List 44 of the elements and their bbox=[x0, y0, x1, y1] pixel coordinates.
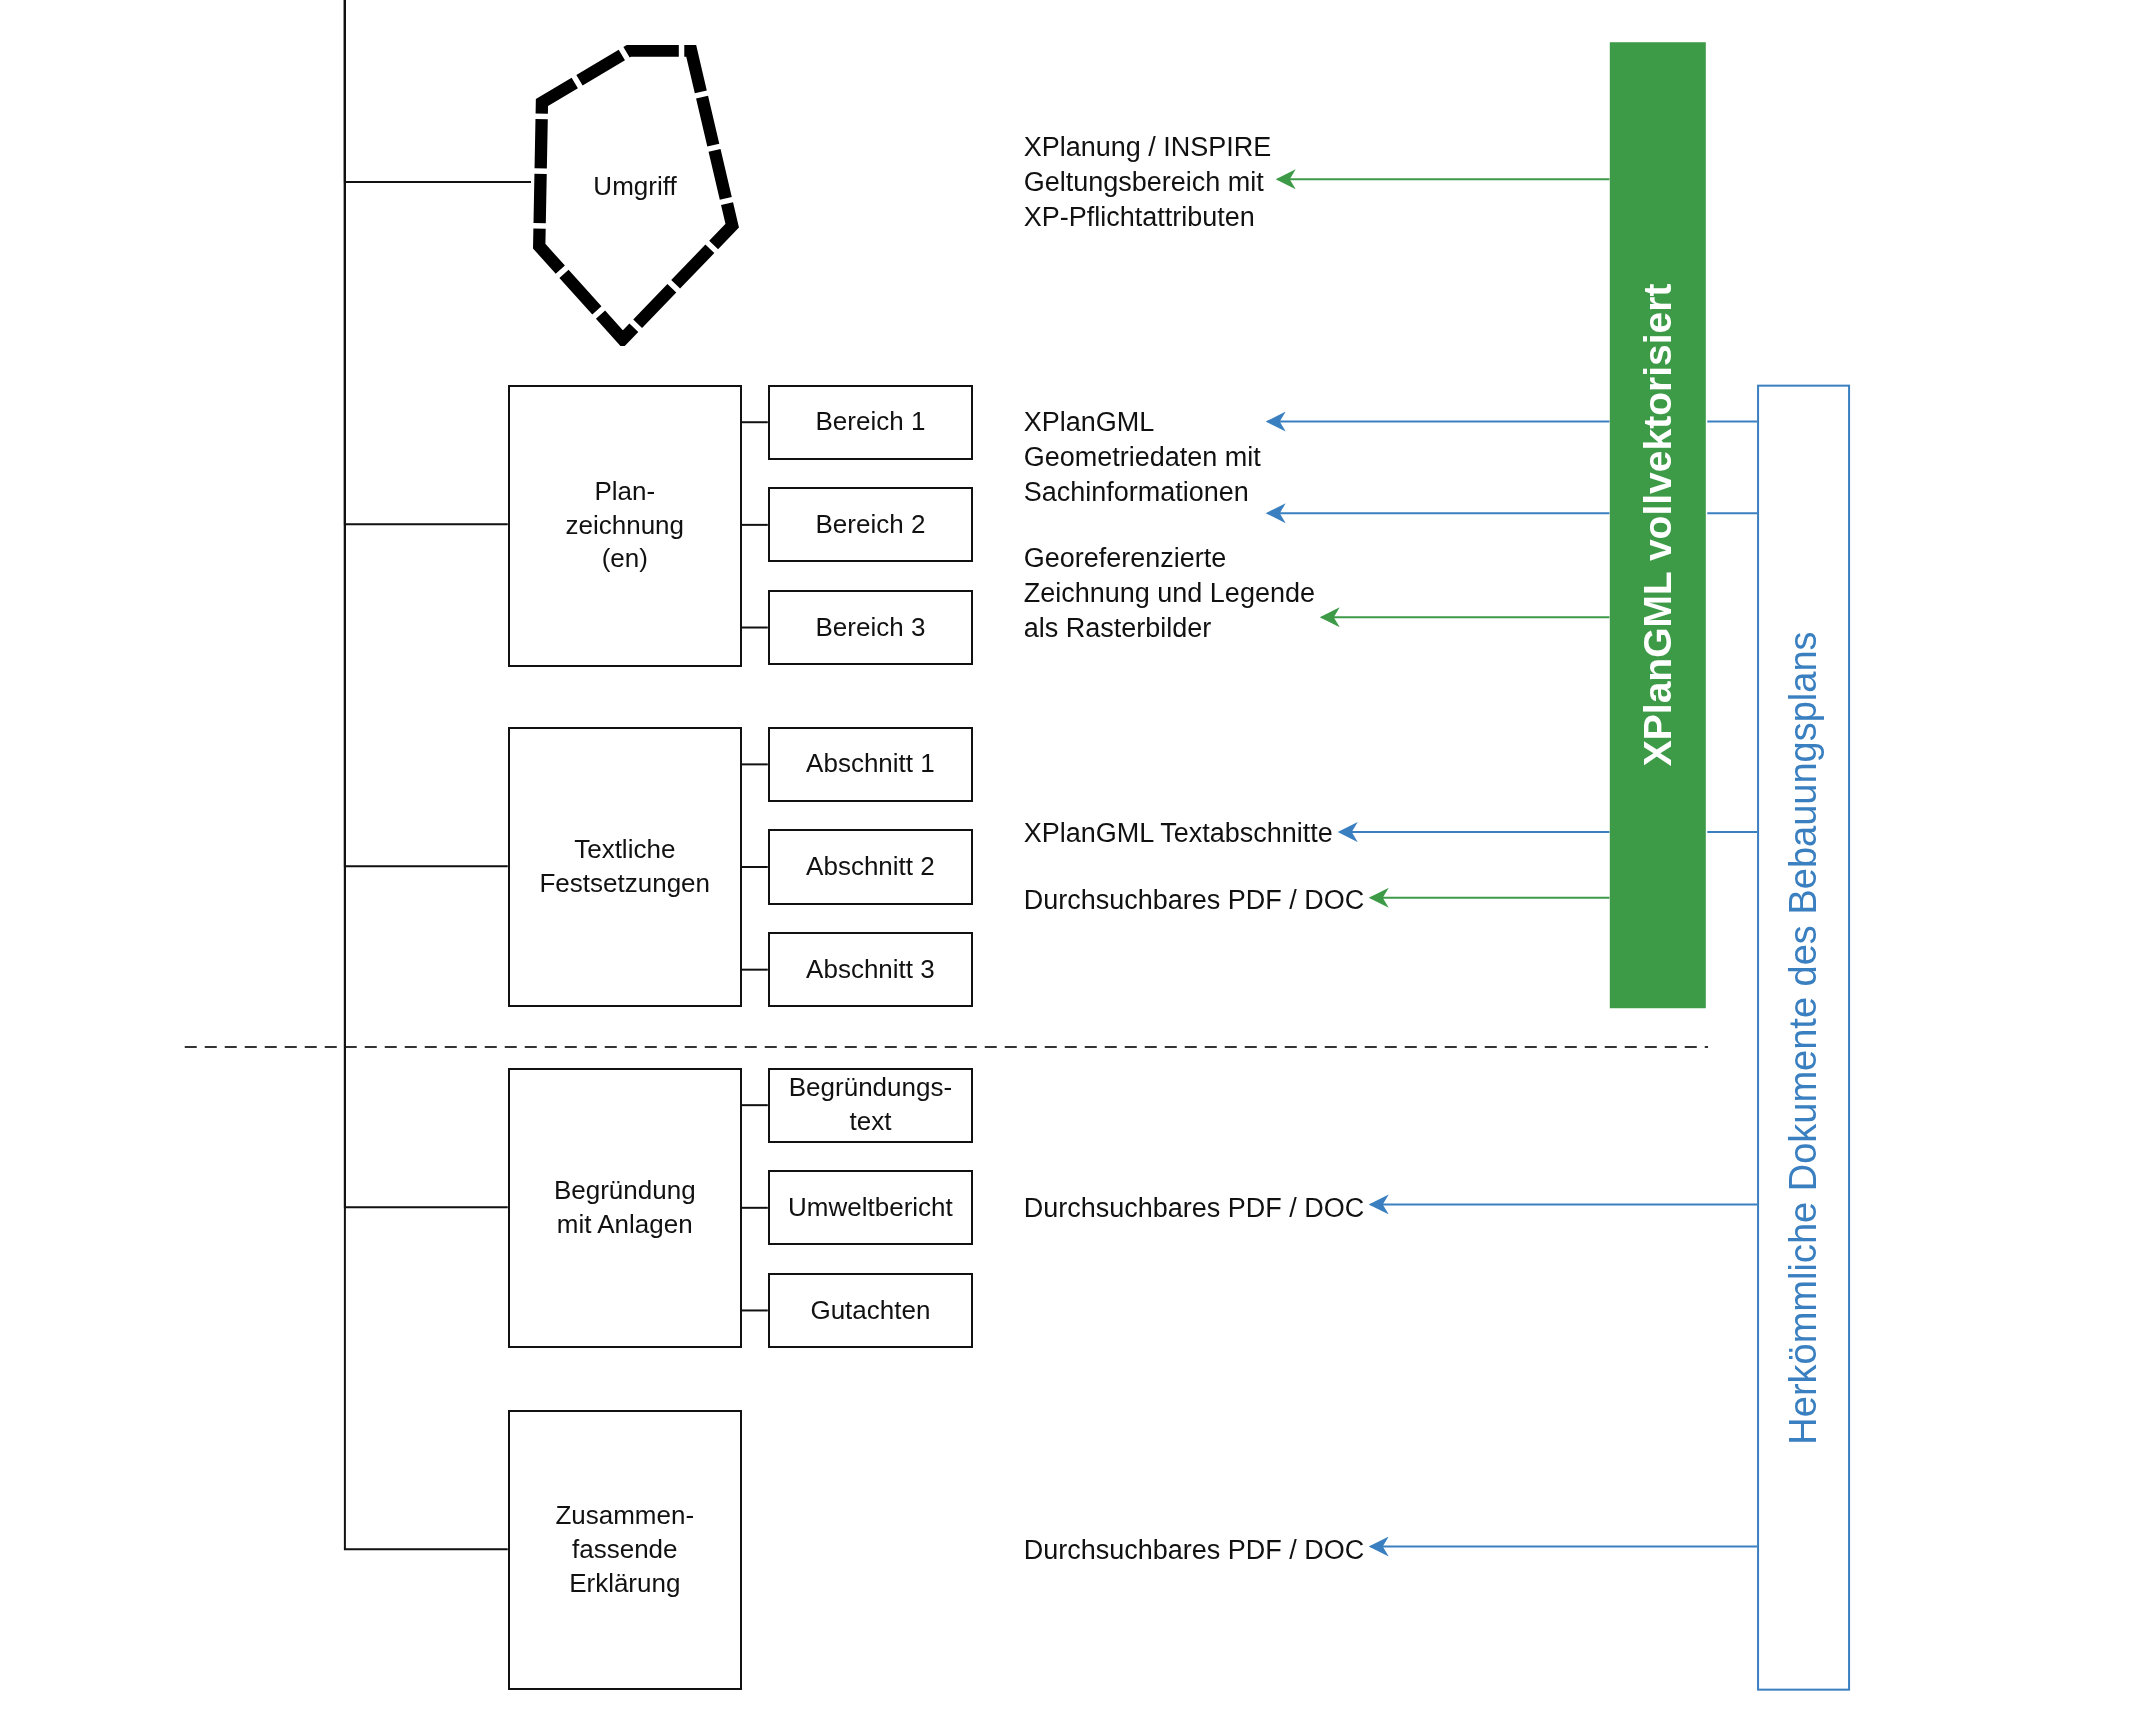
connector-line bbox=[740, 421, 769, 424]
vertical-bar: XPlanGML vollvektorisiert bbox=[1609, 42, 1706, 1009]
process-box: Bereich 2 bbox=[767, 487, 974, 563]
connector-line bbox=[1706, 831, 1759, 834]
process-box: Bereich 3 bbox=[767, 589, 974, 666]
process-box: Zusammen- fassende Erklärung bbox=[507, 1409, 742, 1691]
arrow bbox=[1368, 1536, 1759, 1557]
connector-line bbox=[1706, 420, 1759, 423]
vertical-frame: Herkömmliche Dokumente des Bebauungsplans bbox=[1757, 384, 1851, 1691]
process-box: Abschnitt 3 bbox=[767, 932, 974, 1008]
process-box: Bereich 1 bbox=[767, 384, 974, 460]
connector-line bbox=[740, 1206, 769, 1209]
connector-line bbox=[740, 1104, 769, 1107]
process-box: Plan- zeichnung (en) bbox=[507, 384, 742, 667]
connector-line bbox=[740, 523, 769, 526]
connector-line bbox=[740, 763, 769, 766]
arrow bbox=[1337, 822, 1611, 843]
arrow bbox=[1319, 607, 1611, 628]
connector-line bbox=[1706, 512, 1759, 515]
arrow bbox=[1368, 1194, 1759, 1215]
connector-line bbox=[740, 1309, 769, 1312]
process-box: Abschnitt 2 bbox=[767, 829, 974, 905]
process-box: Abschnitt 1 bbox=[767, 726, 974, 802]
output-text: Durchsuchbares PDF / DOC bbox=[1023, 882, 1369, 919]
process-box: Begründung mit Anlagen bbox=[507, 1067, 742, 1349]
output-text: Georeferenzierte Zeichnung und Legende als Rasterbilder bbox=[1023, 540, 1320, 645]
connector-line bbox=[740, 968, 769, 971]
process-box: Begründungs- text bbox=[767, 1067, 974, 1143]
boundary-polygon: Umgriff bbox=[531, 45, 740, 347]
output-text: XPlanGML Geometriedaten mit Sachinformationen bbox=[1023, 405, 1266, 521]
process-box: Textliche Festsetzungen bbox=[507, 726, 742, 1008]
connector-line bbox=[740, 866, 769, 868]
arrow bbox=[1265, 503, 1611, 524]
connector-line bbox=[740, 626, 769, 629]
arrow bbox=[1275, 169, 1611, 190]
arrow bbox=[1265, 411, 1611, 432]
output-text: Durchsuchbares PDF / DOC bbox=[1023, 1532, 1369, 1569]
arrow bbox=[1368, 887, 1611, 908]
output-text: XPlanGML Textabschnitte bbox=[1023, 815, 1338, 852]
process-box: Umweltbericht bbox=[767, 1170, 974, 1246]
connector-line bbox=[343, 0, 509, 1551]
process-box: Gutachten bbox=[767, 1272, 974, 1349]
output-text: XPlanung / INSPIRE Geltungsbereich mit XP-Pflichtattributen bbox=[1023, 130, 1276, 237]
output-text: Durchsuchbares PDF / DOC bbox=[1023, 1190, 1369, 1227]
